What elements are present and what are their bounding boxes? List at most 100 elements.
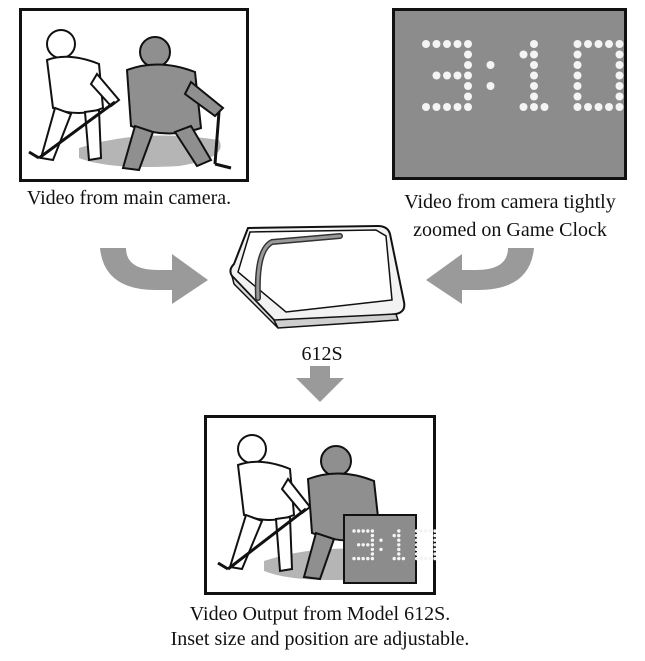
clock-dot: [464, 71, 472, 80]
arrow-right-icon: [100, 248, 210, 308]
clock-dot: [519, 50, 528, 59]
clock-dot: [433, 556, 436, 561]
clock-dot: [366, 529, 370, 533]
clock-dot: [397, 547, 401, 552]
clock-camera-caption: Video from camera tightly zoomed on Game…: [385, 190, 635, 242]
clock-dot: [573, 103, 582, 111]
clock-dot: [414, 543, 419, 547]
clock-dot: [366, 556, 370, 561]
clock-dot: [540, 103, 549, 111]
clock-dot: [370, 533, 375, 538]
clock-dot: [414, 547, 419, 552]
clock-dot: [352, 529, 356, 533]
clock-dot: [573, 61, 582, 69]
clock-dot: [615, 61, 624, 69]
clock-dot: [584, 40, 592, 48]
clock-dot: [370, 556, 375, 561]
clock-dot: [453, 103, 462, 111]
clock-dot: [573, 50, 582, 59]
clock-dot: [356, 543, 361, 547]
clock-dot: [615, 71, 624, 80]
clock-dot: [432, 40, 441, 48]
clock-dot: [486, 61, 495, 69]
clock-dot: [615, 82, 624, 90]
clock-dot: [352, 556, 356, 561]
clock-dot: [370, 547, 375, 552]
clock-dot: [433, 538, 436, 542]
clock-dot: [573, 92, 582, 101]
clock-dot: [615, 40, 624, 48]
clock-dot: [433, 533, 436, 538]
clock-dot: [594, 40, 603, 48]
clock-dot: [397, 529, 401, 533]
clock-dot: [464, 92, 472, 101]
clock-dot: [453, 71, 462, 80]
output-caption-line1: Video Output from Model 612S.: [189, 603, 451, 625]
clock-dot: [519, 103, 528, 111]
clock-dot: [530, 92, 538, 101]
clock-dot: [397, 538, 401, 542]
clock-dot: [594, 103, 603, 111]
clock-dot: [433, 529, 436, 533]
clock-dot: [605, 40, 613, 48]
clock-dot: [443, 71, 451, 80]
clock-dot: [615, 50, 624, 59]
game-clock-display: [392, 8, 627, 180]
clock-dot: [419, 556, 423, 561]
clock-dot: [424, 529, 428, 533]
main-camera-caption: Video from main camera.: [26, 187, 232, 209]
clock-dot: [605, 103, 613, 111]
clock-dot: [486, 82, 495, 90]
clock-dot: [379, 547, 383, 552]
clock-dot: [422, 103, 430, 111]
output-caption: Video Output from Model 612S. Inset size…: [120, 602, 520, 651]
clock-dot: [615, 103, 624, 111]
clock-dot: [443, 103, 451, 111]
clock-dot: [422, 40, 430, 48]
converter-device-icon: [228, 220, 408, 330]
clock-dot: [573, 71, 582, 80]
clock-dot: [397, 543, 401, 547]
clock-dot: [379, 538, 383, 542]
clock-dot: [530, 61, 538, 69]
clock-dot: [414, 556, 419, 561]
clock-dot: [370, 552, 375, 556]
main-camera-frame: [19, 8, 249, 182]
hockey-players-illustration: [19, 8, 249, 182]
clock-caption-line1: Video from camera tightly: [404, 191, 616, 213]
output-illustration: [204, 415, 436, 595]
clock-camera-frame: [392, 8, 627, 180]
clock-dot: [530, 71, 538, 80]
clock-dot: [361, 529, 365, 533]
clock-dot: [414, 529, 419, 533]
arrow-down-icon: [296, 366, 344, 402]
clock-dot: [530, 103, 538, 111]
clock-dot: [432, 71, 441, 80]
inset-clock: [344, 515, 416, 583]
clock-dot: [573, 40, 582, 48]
clock-dot: [433, 547, 436, 552]
clock-dot: [414, 552, 419, 556]
clock-dot: [397, 533, 401, 538]
clock-dot: [424, 556, 428, 561]
arrow-left-icon: [424, 248, 534, 308]
clock-dot: [530, 40, 538, 48]
clock-dot: [361, 543, 365, 547]
clock-dot: [356, 529, 361, 533]
clock-dot: [356, 556, 361, 561]
clock-dot: [419, 529, 423, 533]
clock-dot: [433, 543, 436, 547]
clock-dot: [414, 538, 419, 542]
clock-dot: [432, 103, 441, 111]
clock-dot: [464, 103, 472, 111]
output-frame: [204, 415, 436, 595]
clock-dot: [615, 92, 624, 101]
clock-dot: [428, 556, 433, 561]
clock-dot: [392, 556, 396, 561]
clock-dot: [397, 556, 401, 561]
clock-dot: [584, 103, 592, 111]
clock-dot: [366, 543, 370, 547]
clock-dot: [453, 40, 462, 48]
clock-caption-line2: zoomed on Game Clock: [413, 219, 607, 241]
clock-dot: [392, 533, 396, 538]
